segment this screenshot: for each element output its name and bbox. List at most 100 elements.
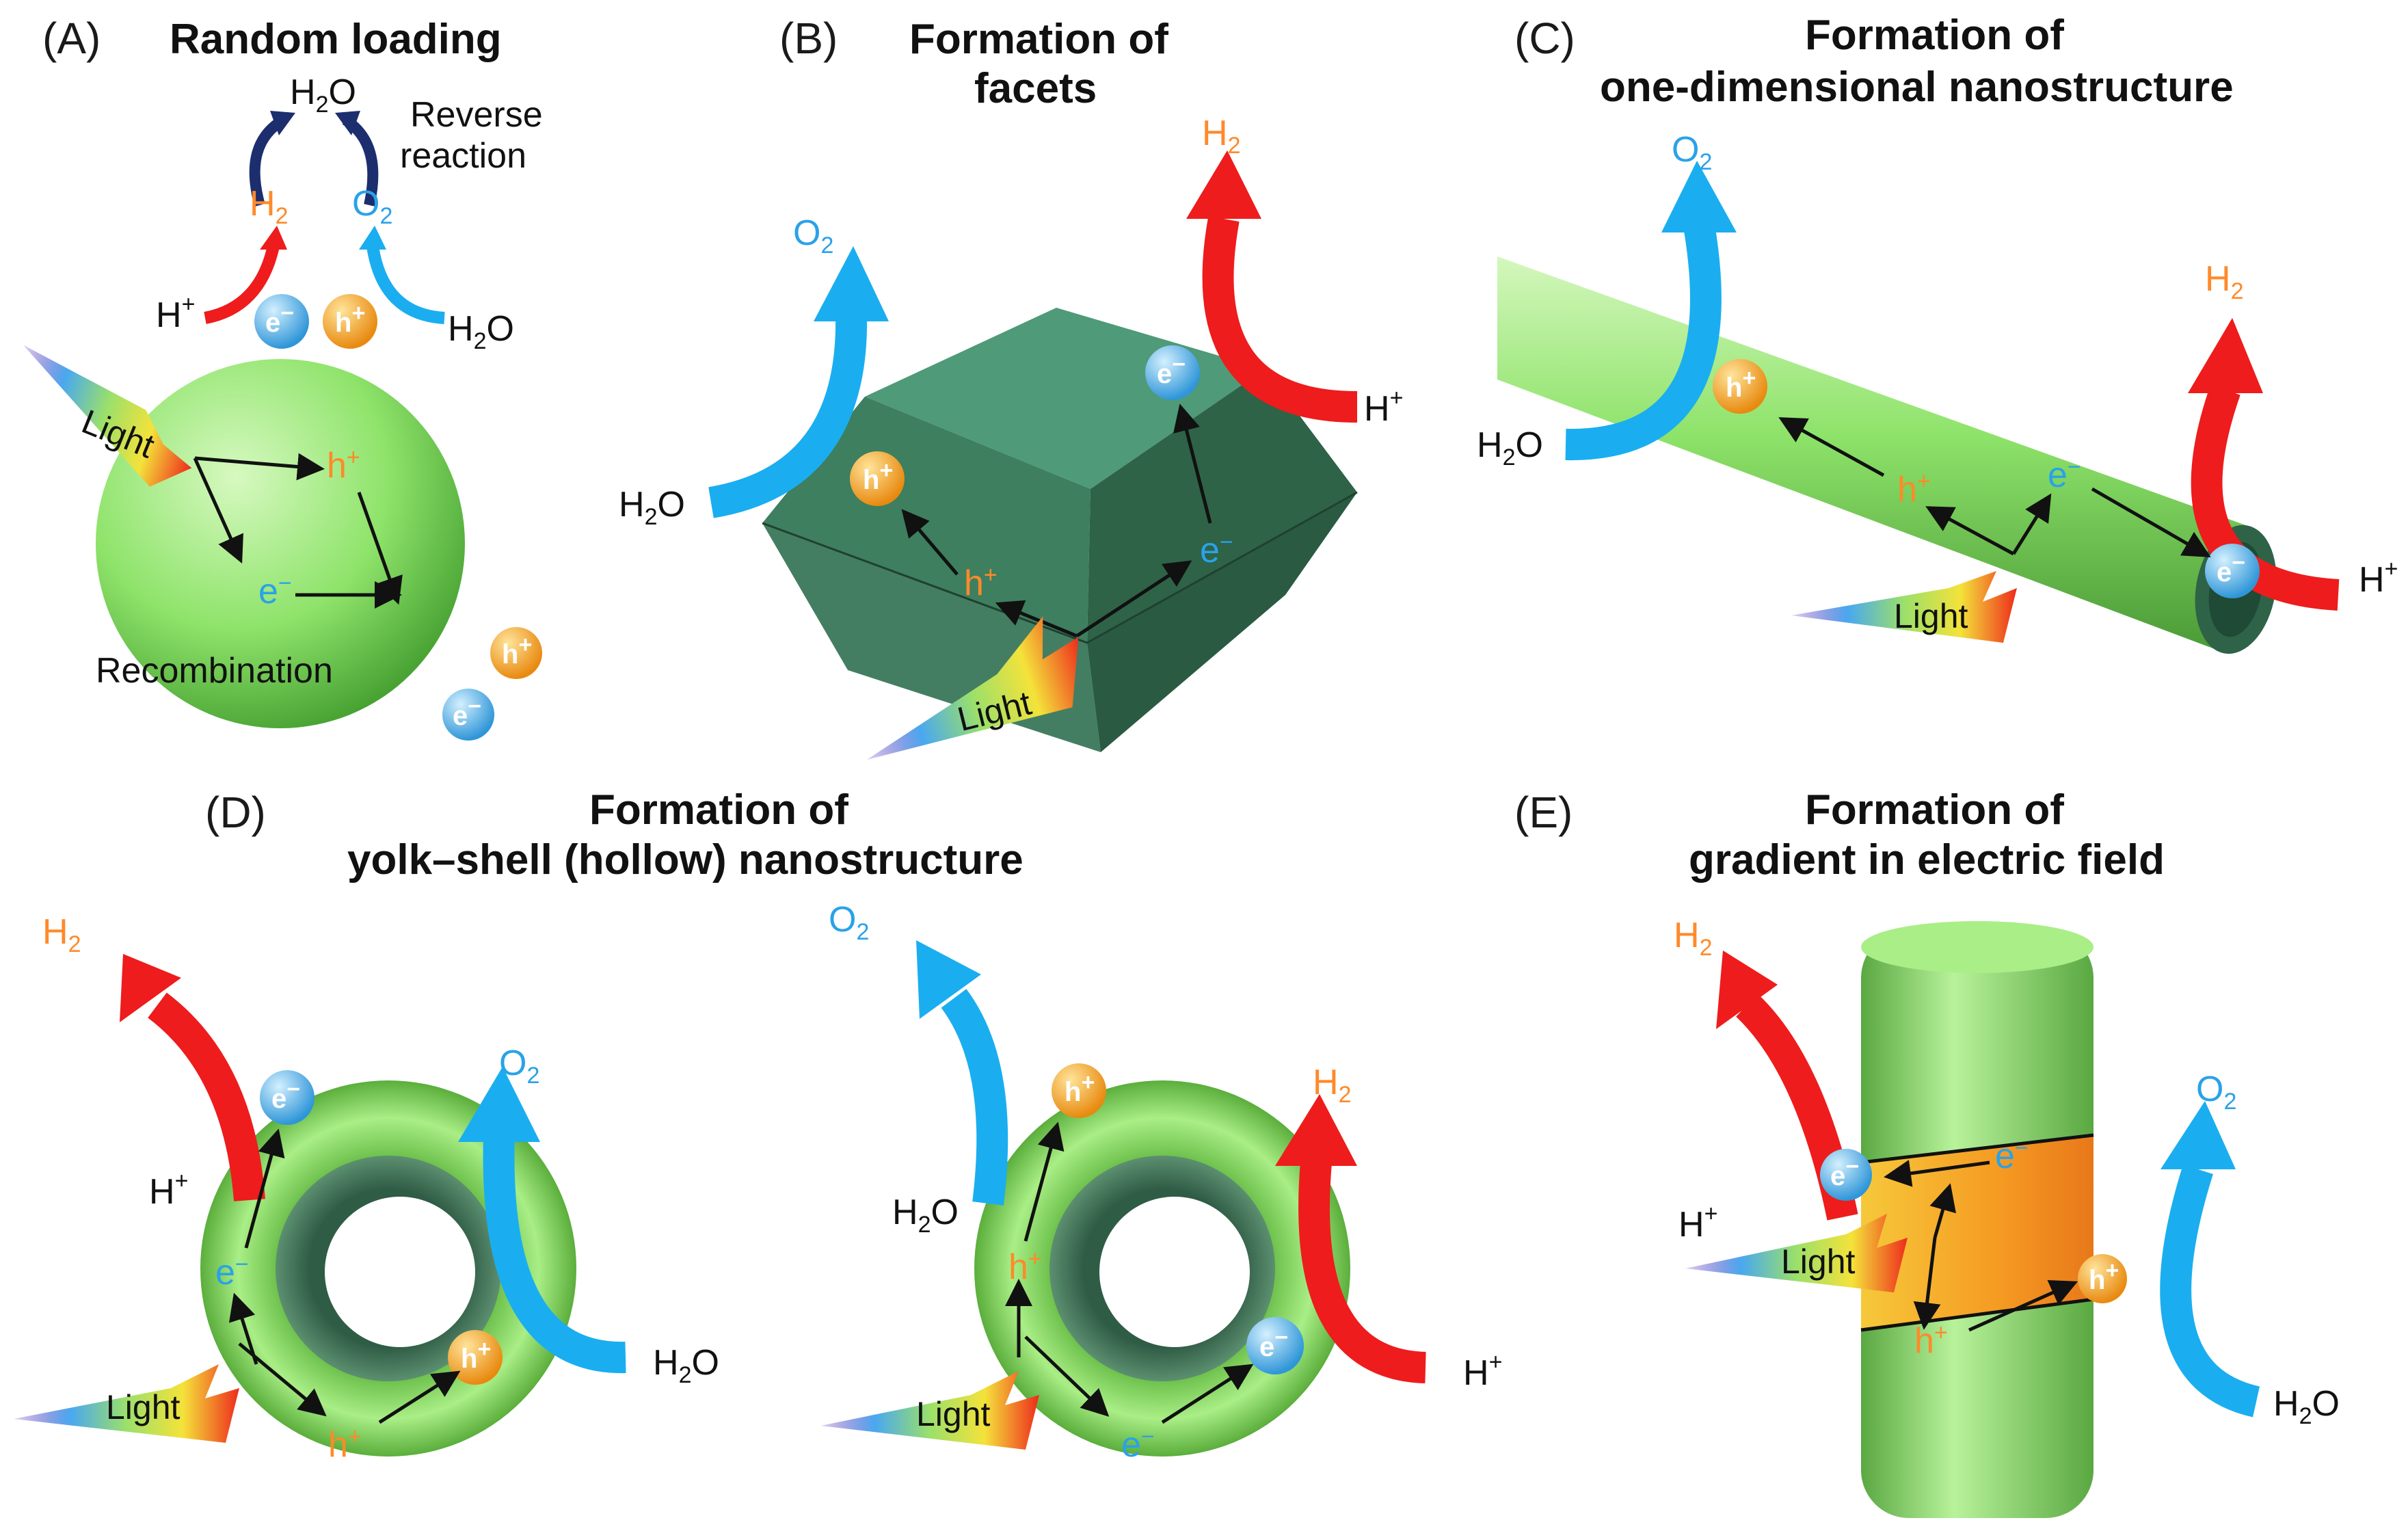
o2-evolution-arrow <box>941 989 1008 1206</box>
panel-c-label: (C) <box>1514 14 1575 63</box>
svg-text:h+: h+ <box>502 632 532 669</box>
o2-evolution-arrow <box>483 1134 626 1374</box>
hole-label: h+ <box>1897 468 1931 509</box>
electron-label: e− <box>1121 1424 1155 1465</box>
light-beam <box>23 345 192 487</box>
h2-arrowhead <box>1716 950 1778 1029</box>
h2-arrowhead <box>260 226 287 250</box>
h2-evolution-arrow <box>147 992 265 1201</box>
electron-ball: e− <box>1145 345 1200 400</box>
h2-label: H2 <box>2205 259 2243 304</box>
h2-evolution-arrow <box>204 244 280 324</box>
light-beam <box>1685 1214 1908 1292</box>
panel-a-title: Random loading <box>170 16 502 63</box>
electron-ball: e− <box>2205 544 2260 598</box>
excitation-arrow <box>995 600 1078 638</box>
excitation-arrow <box>1075 560 1192 638</box>
electron-migration-arrow <box>244 1128 285 1249</box>
o2-label: O2 <box>829 900 869 945</box>
electron-ball: e− <box>442 689 494 741</box>
light-beam <box>1791 571 2017 643</box>
h2o-product: H2O <box>290 72 356 118</box>
panel-c-title-line1: Formation of <box>1805 12 2064 59</box>
excitation-arrow <box>1925 506 2015 556</box>
hplus-label: H+ <box>149 1168 188 1212</box>
svg-text:h+: h+ <box>335 300 365 338</box>
light-label: Light <box>1781 1242 1856 1281</box>
h2o-reactant: H2O <box>619 485 685 530</box>
electron-ball: e− <box>260 1070 315 1125</box>
panel-b-title-line2: facets <box>974 65 1097 112</box>
panel-e-title-line2: gradient in electric field <box>1689 836 2165 883</box>
h2-label: H2 <box>1313 1063 1351 1108</box>
electron-migration-arrow <box>2091 487 2211 557</box>
panel-e: (E) Formation of gradient in electric fi… <box>1514 786 2340 1518</box>
svg-text:e−: e− <box>1259 1325 1288 1362</box>
vertical-rod <box>1860 921 2094 1518</box>
recombination-arrow <box>357 492 403 605</box>
electron-migration-arrow <box>1161 1364 1254 1424</box>
hole-ball: h+ <box>1052 1063 1106 1118</box>
hole-ball: h+ <box>2078 1254 2127 1303</box>
h2o-reactant: H2O <box>448 309 514 354</box>
hole-ball: h+ <box>490 627 542 679</box>
hole-label: h+ <box>1008 1246 1042 1287</box>
panel-e-title-line1: Formation of <box>1805 786 2064 834</box>
panel-d-title-line2: yolk–shell (hollow) nanostructure <box>347 836 1024 883</box>
excitation-arrow <box>194 453 325 481</box>
hole-migration-arrow <box>1968 1279 2078 1332</box>
h2o-reactant: H2O <box>653 1343 719 1388</box>
panel-d: (D) Formation of yolk–shell (hollow) nan… <box>14 786 1502 1465</box>
panel-c-title-line2: one-dimensional nanostructure <box>1600 64 2234 111</box>
h2-arrowhead <box>2188 318 2263 393</box>
panel-b-label: (B) <box>779 14 838 63</box>
h2o-reactant: H2O <box>892 1193 959 1238</box>
svg-text:h+: h+ <box>863 457 893 495</box>
hole-ball: h+ <box>448 1330 503 1385</box>
electron-label: e− <box>215 1251 249 1292</box>
svg-text:e−: e− <box>265 300 294 338</box>
svg-text:e−: e− <box>271 1076 300 1114</box>
svg-text:e−: e− <box>1157 351 1186 389</box>
reverse-label-line1: Reverse <box>410 95 543 135</box>
svg-text:e−: e− <box>1830 1154 1859 1191</box>
h2-arrowhead <box>1186 150 1261 219</box>
light-beam <box>866 616 1079 760</box>
light-label: Light <box>916 1395 991 1433</box>
electron-ball: e− <box>1820 1149 1872 1201</box>
hplus-label: H+ <box>156 291 195 335</box>
panel-b-title-line1: Formation of <box>909 16 1168 63</box>
excitation-arrow <box>193 457 243 564</box>
electron-label: e− <box>1200 529 1233 570</box>
h2o-reactant: H2O <box>2273 1384 2340 1429</box>
hole-migration-arrow <box>1024 1121 1065 1242</box>
o2-arrowhead <box>916 940 981 1019</box>
hole-label: h+ <box>328 1424 362 1465</box>
h2-label: H2 <box>250 184 288 229</box>
reverse-arrow-left <box>249 115 287 207</box>
svg-text:h+: h+ <box>461 1336 491 1374</box>
electron-migration-arrow <box>1884 1160 1990 1187</box>
light-label: Light <box>1894 597 1968 635</box>
h2-evolution-arrow <box>2191 384 2340 611</box>
h2-label: H2 <box>42 912 81 957</box>
o2-arrowhead <box>458 1067 540 1142</box>
reverse-arrowhead-right <box>335 111 360 135</box>
o2-evolution-arrow <box>1565 223 1722 461</box>
hole-migration-arrow <box>901 509 959 576</box>
gradient-band <box>1861 1135 2093 1330</box>
h2-evolution-arrow <box>1298 1161 1427 1383</box>
electron-label: e− <box>258 570 292 611</box>
panel-a: (A) Random loading H2O Reverse reaction … <box>23 14 543 741</box>
h2-evolution-arrow <box>1202 215 1358 423</box>
h2o-reactant: H2O <box>1477 425 1543 470</box>
svg-text:h+: h+ <box>1726 365 1756 403</box>
o2-evolution-arrow <box>366 245 445 324</box>
o2-label: O2 <box>1672 130 1712 175</box>
o2-arrowhead <box>814 246 889 321</box>
o2-arrowhead <box>1661 161 1737 232</box>
hplus-label: H+ <box>2359 556 2398 600</box>
recombination-label: Recombination <box>96 651 333 691</box>
o2-label: O2 <box>2196 1069 2236 1115</box>
